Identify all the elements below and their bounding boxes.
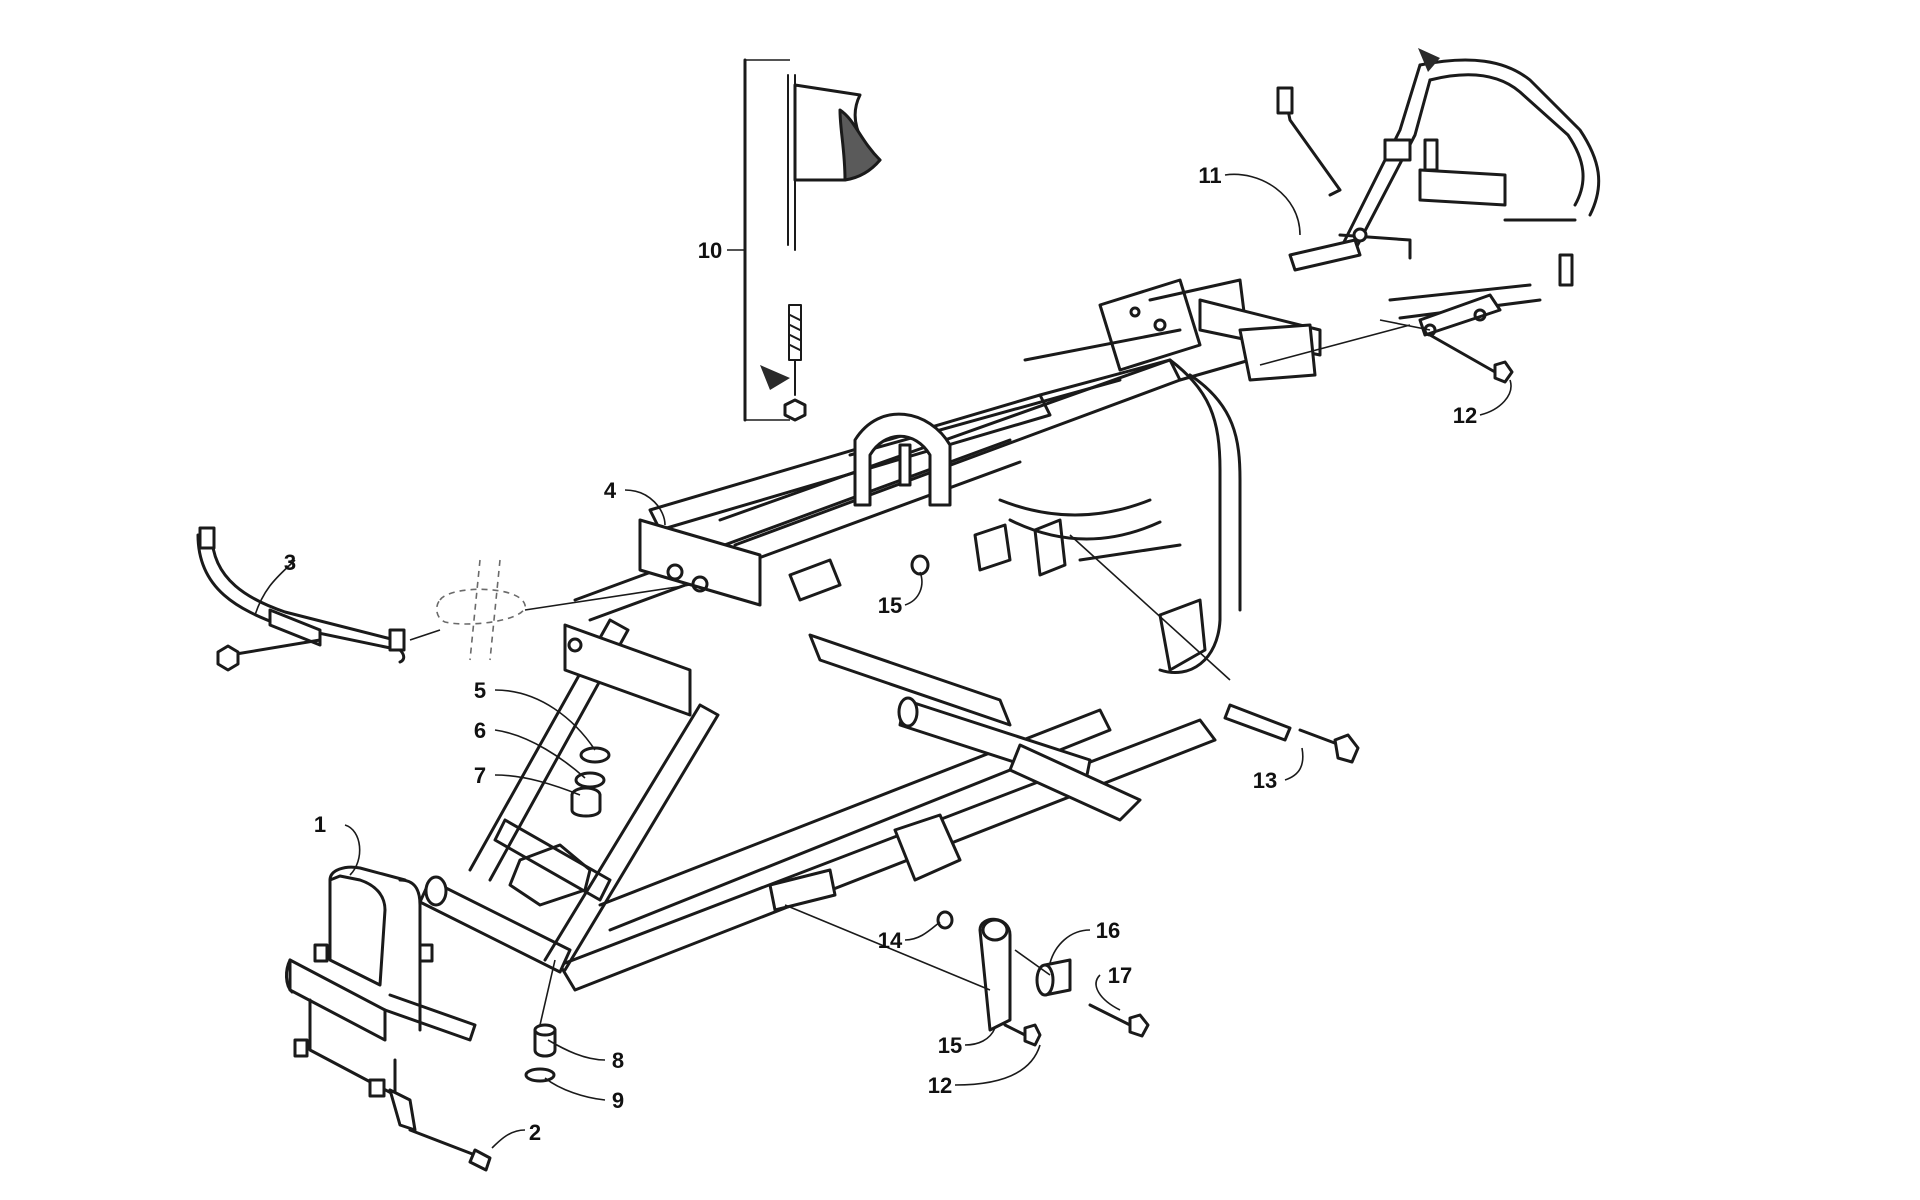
front-bumper [285,865,477,1132]
callout-leaders [254,173,1512,1149]
callout-4: 4 [604,478,617,503]
rear-bumper [1259,48,1601,366]
callout-5: 5 [474,678,486,703]
main-frame [418,278,1322,992]
callout-15-upper: 15 [878,593,902,618]
callout-1: 1 [314,812,326,837]
callout-9: 9 [612,1088,624,1113]
callouts: 1 2 3 4 5 6 7 8 9 10 11 12 12 13 14 15 1… [284,163,1477,1145]
front-bar-part-3 [196,526,406,672]
washer-15-upper [910,554,930,576]
callout-16: 16 [1096,918,1120,943]
callout-6: 6 [474,718,486,743]
bolt-part-13 [1069,534,1360,764]
callout-17: 17 [1108,963,1132,988]
callout-15-lower: 15 [938,1033,962,1058]
engine-mount-assembly [784,904,1150,1047]
callout-2: 2 [529,1120,541,1145]
steering-clamp-dashed [409,559,691,661]
callout-3: 3 [284,550,296,575]
callout-13: 13 [1253,768,1277,793]
callout-14: 14 [878,928,903,953]
callout-8: 8 [612,1048,624,1073]
callout-7: 7 [474,763,486,788]
bolt-12-upper [1428,333,1514,384]
lower-bushing [524,959,557,1083]
safety-flag [727,58,882,422]
callout-12-lower: 12 [928,1073,952,1098]
callout-10: 10 [698,238,722,263]
bushing-stack [570,746,611,818]
callout-12-upper: 12 [1453,403,1477,428]
bolt-part-2 [408,1128,492,1172]
callout-11: 11 [1198,163,1221,188]
